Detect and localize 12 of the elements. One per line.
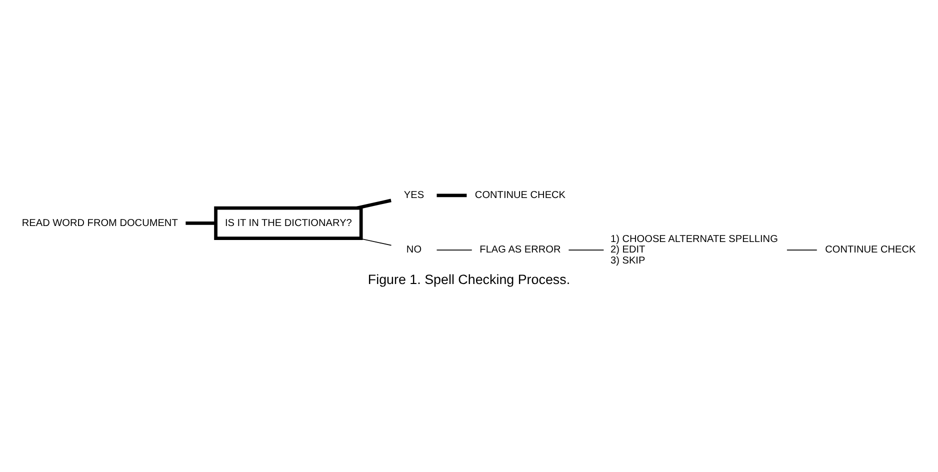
node-text: READ WORD FROM DOCUMENT bbox=[22, 218, 178, 229]
node-box: IS IT IN THE DICTIONARY? bbox=[214, 206, 363, 240]
node-text: CONTINUE CHECK bbox=[825, 244, 916, 256]
connector bbox=[356, 198, 392, 210]
node-text: 1) CHOOSE ALTERNATE SPELLING 2) EDIT 3) SKIP bbox=[610, 234, 778, 267]
connector bbox=[186, 222, 216, 225]
connector bbox=[436, 194, 467, 198]
node-text: NO bbox=[406, 244, 422, 256]
caption: Figure 1. Spell Checking Process. bbox=[368, 272, 570, 287]
node-text: FLAG AS ERROR bbox=[480, 244, 561, 256]
node-text: YES bbox=[404, 190, 424, 202]
node-text: CONTINUE CHECK bbox=[474, 190, 566, 202]
